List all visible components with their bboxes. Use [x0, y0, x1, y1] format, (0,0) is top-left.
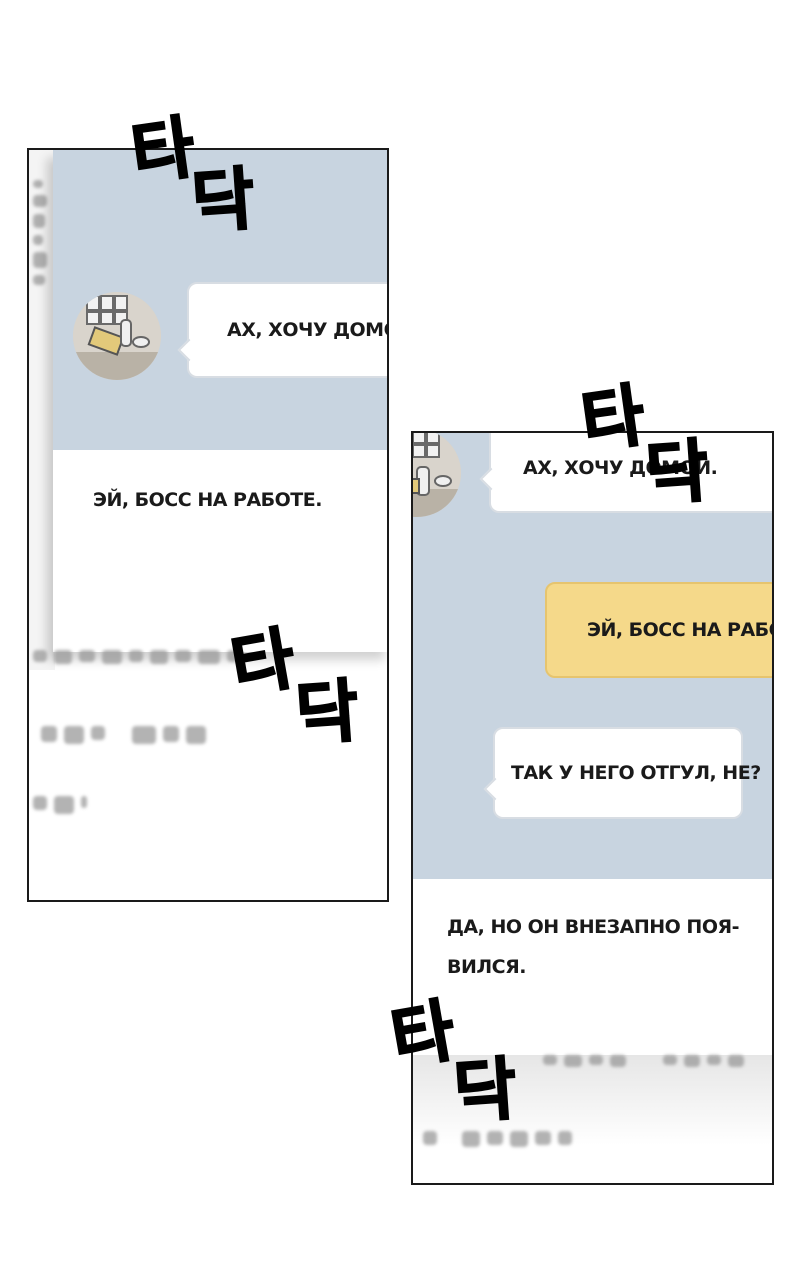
sound-effect-ta: 타 — [576, 375, 651, 464]
contact-avatar — [413, 433, 461, 517]
blurred-text-row — [41, 726, 206, 744]
blurred-text-row — [33, 650, 243, 664]
typed-message-line: ДА, НО ОН ВНЕЗАПНО ПОЯ- — [447, 916, 740, 938]
left-comic-panel: АХ, ХОЧУ ДОМО ЭЙ, БОСС НА РАБОТЕ. — [27, 148, 389, 902]
contact-avatar — [73, 292, 161, 380]
typed-message: ЭЙ, БОСС НА РАБОТЕ. — [93, 489, 322, 511]
bubble-text: ЭЙ, БОСС НА РАБО — [587, 619, 774, 641]
background-blurred-screen — [29, 150, 55, 670]
sound-effect-dak: 닥 — [188, 159, 258, 244]
sound-effect-ta: 타 — [225, 618, 302, 709]
incoming-message-bubble: ТАК У НЕГО ОТГУЛ, НЕ? — [483, 727, 761, 819]
blurred-text-row — [423, 1055, 744, 1067]
typed-message-line: ВИЛСЯ. — [447, 956, 526, 978]
outgoing-message-bubble: ЭЙ, БОСС НА РАБО — [545, 582, 774, 678]
incoming-message-bubble: АХ, ХОЧУ ДОМО — [177, 282, 389, 378]
right-comic-panel: АХ, ХОЧУ ДОМОЙ. ЭЙ, БОСС НА РАБО ТАК У Н… — [411, 431, 774, 1185]
incoming-message-bubble: АХ, ХОЧУ ДОМОЙ. — [479, 433, 772, 513]
sound-effect-dak: 닥 — [450, 1049, 520, 1134]
bubble-text: ТАК У НЕГО ОТГУЛ, НЕ? — [511, 762, 761, 784]
sound-effect-ta: 타 — [385, 990, 462, 1081]
bubble-text: АХ, ХОЧУ ДОМО — [227, 319, 389, 341]
sound-effect-dak: 닥 — [292, 671, 362, 756]
blurred-text-row — [33, 796, 87, 814]
blurred-text-row — [423, 1131, 572, 1147]
bubble-text: АХ, ХОЧУ ДОМОЙ. — [523, 457, 718, 479]
sound-effect-ta: 타 — [126, 107, 201, 196]
front-phone-screen: АХ, ХОЧУ ДОМО ЭЙ, БОСС НА РАБОТЕ. — [53, 150, 389, 652]
sound-effect-dak: 닥 — [642, 431, 712, 516]
keyboard-shadow — [413, 1055, 772, 1145]
typed-message: ДА, НО ОН ВНЕЗАПНО ПОЯ- ВИЛСЯ. — [447, 907, 740, 987]
